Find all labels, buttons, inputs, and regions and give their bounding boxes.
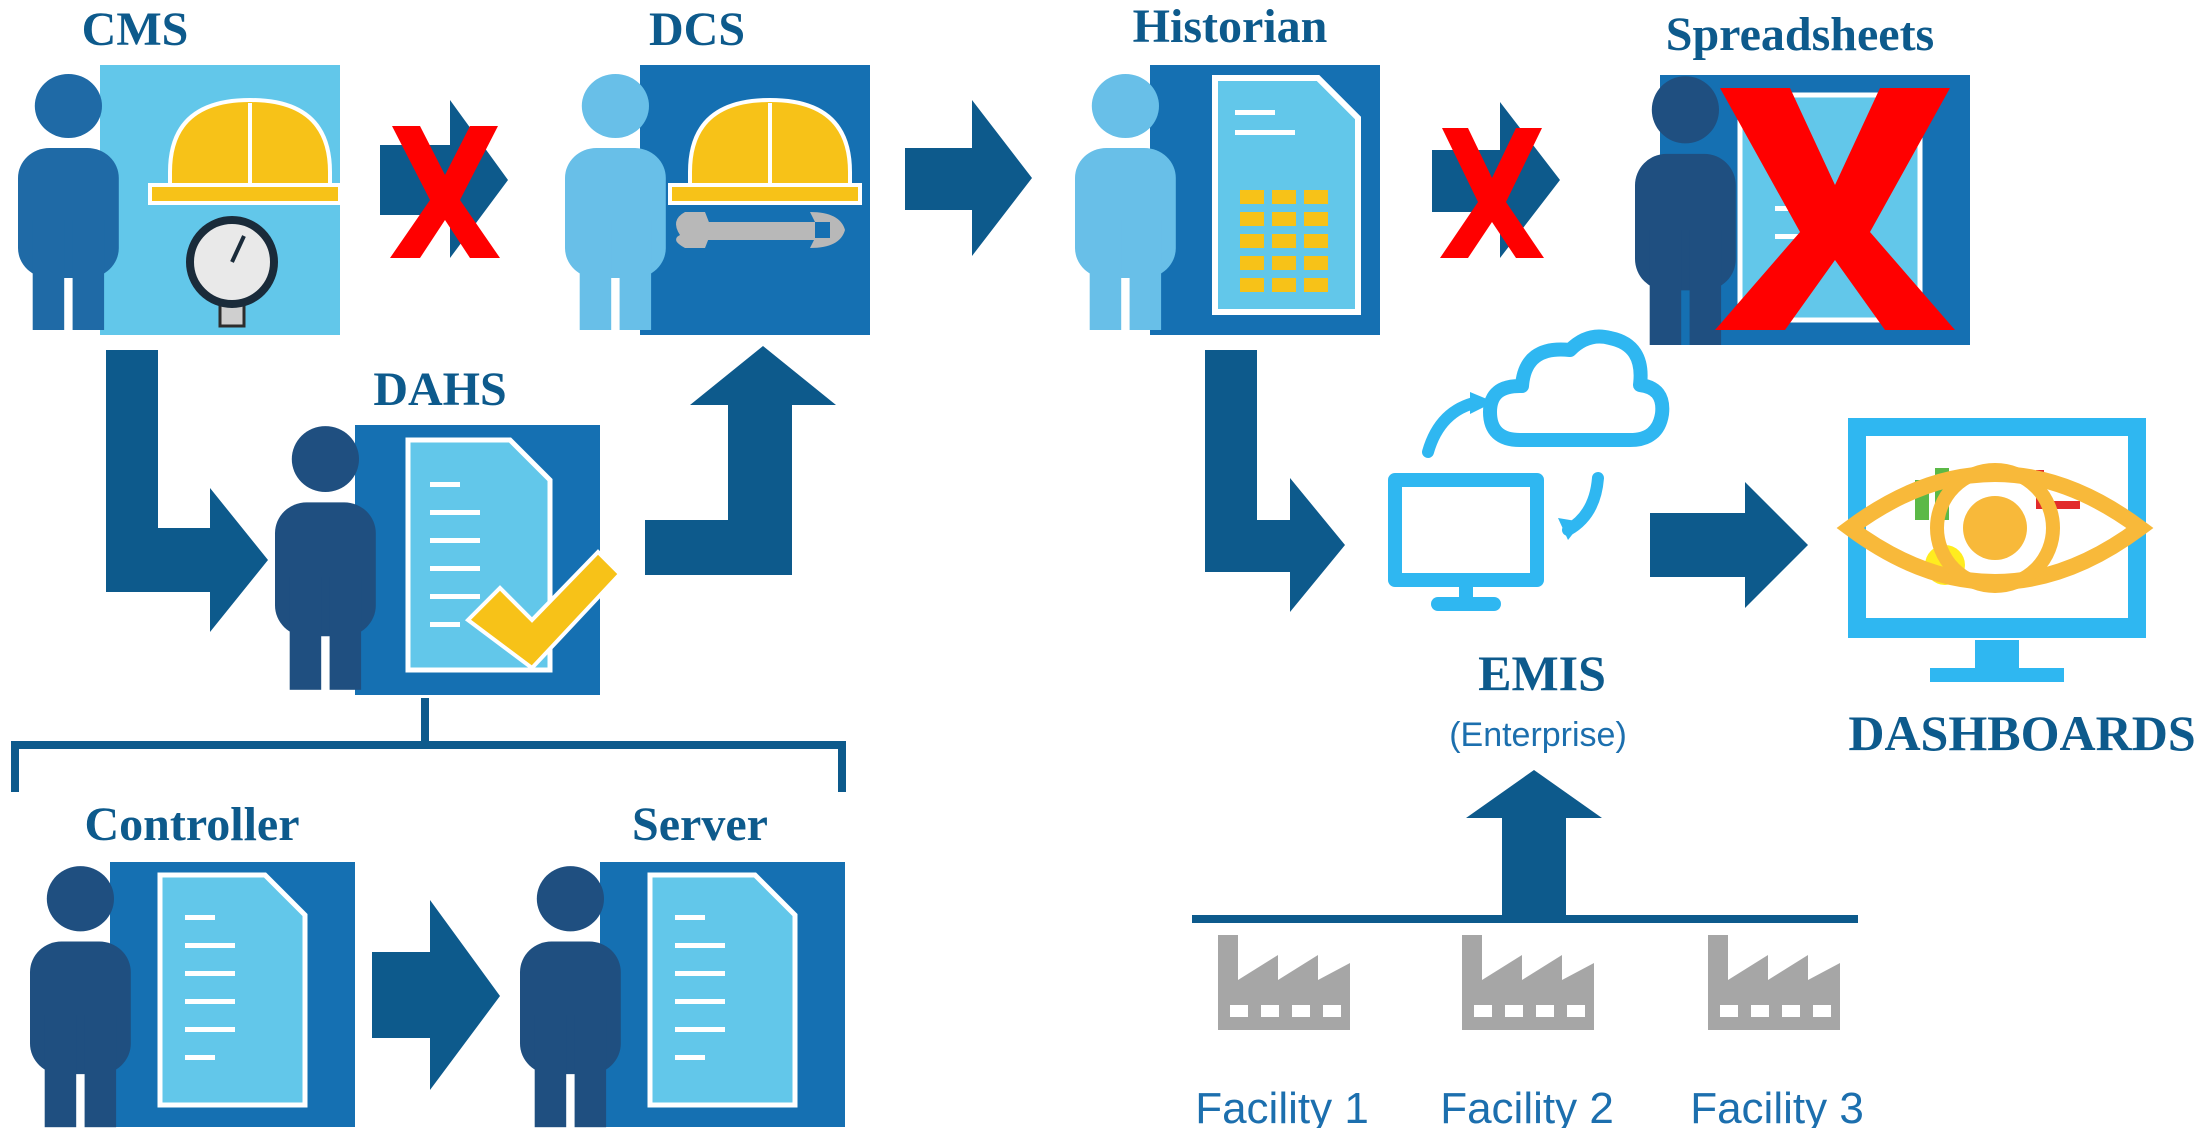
emis-cloud-computer-icon [1388, 329, 1670, 611]
dashboard-eye-monitor-icon [1836, 418, 2154, 682]
factory-2-icon [1462, 935, 1594, 1030]
historian-label: Historian [1133, 0, 1328, 53]
cms-icon [18, 65, 342, 335]
dahs-icon [275, 425, 623, 695]
server-icon [520, 862, 845, 1128]
dahs-label: DAHS [373, 363, 506, 416]
dashboards-label: DASHBOARDS [1848, 705, 2195, 761]
server-label: Server [632, 798, 768, 851]
red-x-cms-dcs [390, 126, 500, 258]
factory-1-icon [1218, 935, 1350, 1030]
spreadsheets-icon [1635, 75, 1970, 345]
factory-3-icon [1708, 935, 1840, 1030]
emis-arrowheads [1470, 392, 1582, 540]
historian-to-emis-arrow [1205, 350, 1345, 612]
red-x-historian-spreadsheets [1440, 128, 1544, 258]
dcs-to-historian-arrow [905, 100, 1032, 256]
dahs-to-dcs-arrow [645, 346, 836, 575]
controller-label: Controller [84, 798, 299, 851]
facilities-to-emis-arrow [1466, 770, 1602, 915]
controller-to-server-arrow [372, 900, 500, 1090]
cms-label: CMS [82, 3, 189, 56]
facility-2-label: Facility 2 [1440, 1084, 1614, 1128]
dahs-bracket [11, 698, 846, 792]
dcs-icon [565, 65, 870, 335]
dcs-label: DCS [649, 3, 745, 56]
emis-label: EMIS [1478, 645, 1606, 701]
emis-to-dashboards-arrow [1650, 482, 1808, 608]
emis-subtitle: (Enterprise) [1449, 716, 1627, 754]
facility-3-label: Facility 3 [1690, 1084, 1864, 1128]
cms-to-dahs-arrow [106, 350, 268, 632]
historian-icon [1075, 65, 1380, 335]
facility-1-label: Facility 1 [1195, 1084, 1369, 1128]
spreadsheets-label: Spreadsheets [1666, 8, 1934, 61]
controller-icon [30, 862, 355, 1128]
